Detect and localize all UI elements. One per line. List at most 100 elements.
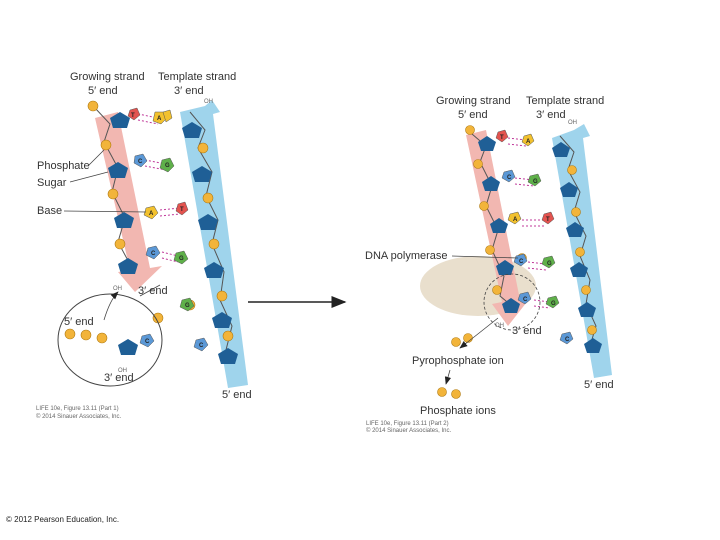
base-C bbox=[517, 291, 532, 305]
sugar bbox=[570, 262, 588, 277]
template-5-end-label: 5′ end bbox=[222, 389, 252, 401]
credit-line-1: LIFE 10e, Figure 13.11 (Part 2) bbox=[366, 421, 449, 427]
phosphate bbox=[96, 332, 108, 344]
base-A bbox=[143, 205, 159, 220]
phosphate bbox=[473, 159, 483, 169]
base-A bbox=[521, 133, 535, 147]
sugar bbox=[502, 298, 520, 313]
base-G bbox=[527, 173, 542, 187]
phosphate bbox=[222, 330, 234, 342]
growing-oh-label: OH bbox=[113, 286, 122, 292]
base-T bbox=[495, 129, 509, 143]
base-A bbox=[162, 109, 173, 123]
base-letter: A bbox=[157, 116, 162, 122]
copyright-notice: © 2012 Pearson Education, Inc. bbox=[6, 515, 120, 524]
template-oh-label: OH bbox=[568, 120, 577, 126]
base-letter: G bbox=[185, 303, 190, 309]
base-letter: A bbox=[526, 139, 531, 145]
sugar bbox=[114, 212, 134, 228]
bases-panel1 bbox=[127, 107, 209, 352]
phosphate bbox=[64, 328, 76, 340]
base-letter: G bbox=[165, 163, 170, 169]
phosphate bbox=[114, 238, 126, 250]
base-G bbox=[179, 297, 195, 312]
base-G bbox=[159, 157, 175, 173]
sugar bbox=[118, 258, 138, 274]
base-letter: C bbox=[507, 175, 512, 181]
template-5-end-label: 5′ end bbox=[584, 379, 614, 391]
phosphate bbox=[451, 389, 461, 399]
phosphate bbox=[492, 285, 502, 295]
phosphate bbox=[567, 165, 577, 175]
phosphate bbox=[208, 238, 220, 250]
growing-3-end-label: 3′ end bbox=[512, 325, 542, 337]
base-letter: C bbox=[565, 337, 570, 343]
template-3-end-label: 3′ end bbox=[536, 109, 566, 121]
sugar bbox=[218, 348, 238, 364]
phosphate bbox=[202, 192, 214, 204]
sugar bbox=[482, 176, 500, 191]
phosphate bbox=[581, 285, 591, 295]
inset-5-end-label: 5′ end bbox=[64, 316, 94, 328]
base-A bbox=[152, 111, 167, 125]
growing-strand-label: Growing strand bbox=[436, 95, 511, 107]
base-C bbox=[501, 169, 516, 183]
base-letter: G bbox=[179, 256, 184, 262]
template-strand-label: Template strand bbox=[526, 95, 604, 107]
growing-5-end-label: 5′ end bbox=[88, 85, 118, 97]
phosphate-ions-arrow bbox=[444, 369, 452, 385]
base-letters-panel1: T A C G A T C G G C bbox=[131, 113, 204, 349]
phosphate-label: Phosphate bbox=[37, 160, 90, 172]
base-letter: G bbox=[551, 301, 556, 307]
inset-leader-line bbox=[139, 284, 161, 297]
base-letter: T bbox=[131, 113, 135, 119]
growing-backbone-panel2 bbox=[471, 133, 513, 307]
growing-strand-label: Growing strand bbox=[70, 71, 145, 83]
callout-lines bbox=[63, 149, 147, 213]
growing-sugars-panel2 bbox=[478, 136, 520, 313]
sugar bbox=[118, 339, 138, 355]
base-C bbox=[513, 253, 528, 267]
phosphate bbox=[107, 188, 119, 200]
sugar bbox=[552, 142, 570, 157]
dna-polymerase-label: DNA polymerase bbox=[365, 250, 448, 262]
base-C bbox=[133, 153, 148, 168]
growing-backbone bbox=[94, 107, 133, 269]
sugar bbox=[108, 162, 128, 178]
phosphate bbox=[216, 290, 228, 302]
credit-line-2: © 2014 Sinauer Associates, Inc. bbox=[36, 413, 121, 420]
sugar bbox=[204, 262, 224, 278]
base-C bbox=[559, 331, 574, 345]
phosphate bbox=[100, 139, 112, 151]
phosphate bbox=[451, 337, 461, 347]
sugar bbox=[566, 222, 584, 237]
phosphate bbox=[197, 142, 209, 154]
sugar bbox=[192, 166, 212, 182]
sugar bbox=[212, 312, 232, 328]
inset-3-end-label: 3′ end bbox=[104, 372, 134, 384]
base-G bbox=[545, 295, 560, 309]
base-T bbox=[541, 211, 555, 225]
phosphate-ions-label: Phosphate ions bbox=[420, 405, 496, 417]
template-3-end-label: 3′ end bbox=[174, 85, 204, 97]
panel-2: T A C G A T C G C G C Growing strand Tem… bbox=[365, 95, 614, 434]
phosphate bbox=[575, 247, 585, 257]
base-letter: A bbox=[513, 217, 518, 223]
phosphate bbox=[571, 207, 581, 217]
base-T bbox=[175, 201, 189, 216]
base-G bbox=[173, 250, 189, 265]
bases-panel2 bbox=[495, 129, 574, 345]
active-site-circle bbox=[483, 273, 541, 331]
sugar bbox=[110, 112, 130, 128]
sugar-label: Sugar bbox=[37, 177, 67, 189]
base-letter: G bbox=[533, 179, 538, 185]
phosphate bbox=[87, 100, 99, 112]
growing-5-end-label: 5′ end bbox=[458, 109, 488, 121]
base-letter: G bbox=[547, 261, 552, 267]
base-letters-panel2: T A C G A T C G C G C bbox=[500, 135, 570, 343]
base-letter: A bbox=[149, 211, 154, 217]
sugar bbox=[560, 182, 578, 197]
phosphate bbox=[479, 201, 489, 211]
base-letter: T bbox=[500, 135, 504, 141]
